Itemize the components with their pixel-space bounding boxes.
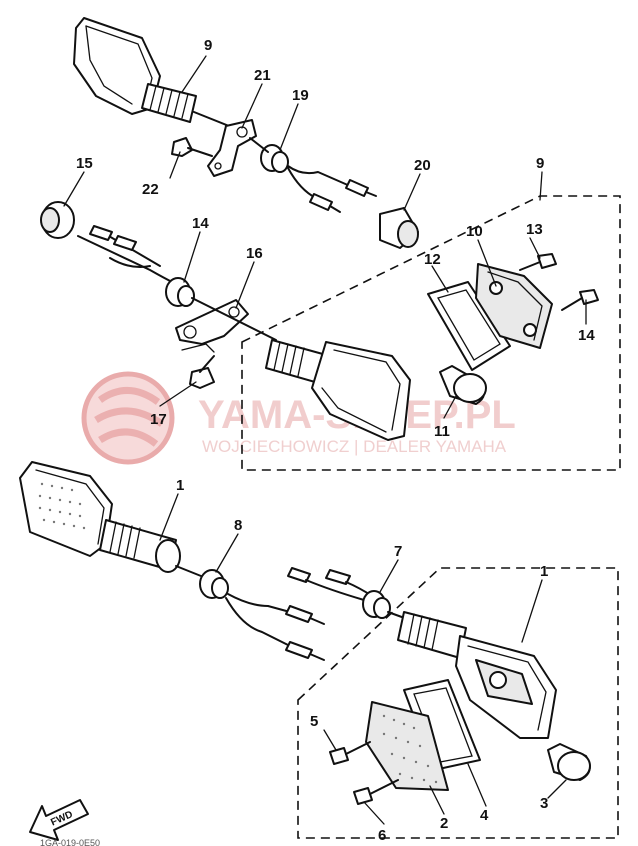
callout-1-left: 1 bbox=[176, 477, 184, 494]
callout-4: 4 bbox=[480, 807, 489, 824]
lens-dot-pattern bbox=[38, 482, 86, 530]
callout-8: 8 bbox=[234, 517, 242, 534]
wire-harness-lower-right bbox=[287, 567, 373, 601]
callout-11: 11 bbox=[434, 423, 450, 440]
callout-20: 20 bbox=[414, 157, 431, 174]
grommet-20 bbox=[379, 207, 419, 249]
callout-5: 5 bbox=[310, 713, 318, 730]
callout-9-top: 9 bbox=[204, 37, 212, 54]
bolt-22 bbox=[171, 137, 213, 157]
callout-19: 19 bbox=[292, 87, 309, 104]
mounting-bracket-17 bbox=[175, 299, 249, 353]
callout-12: 12 bbox=[424, 251, 441, 268]
lens-2 bbox=[365, 701, 449, 791]
turn-signal-lower-right bbox=[397, 611, 557, 739]
callout-15: 14 bbox=[192, 215, 209, 232]
callout-6: 6 bbox=[378, 827, 386, 844]
callout-13: 13 bbox=[526, 221, 543, 238]
grommet-16 bbox=[40, 201, 75, 239]
callout-1-right: 1 bbox=[540, 563, 548, 580]
watermark-logo bbox=[81, 371, 175, 465]
turn-signal-middle bbox=[265, 339, 411, 441]
callout-16: 15 bbox=[76, 155, 93, 172]
mounting-bracket-21 bbox=[207, 119, 257, 177]
callout-3: 3 bbox=[540, 795, 548, 812]
callout-22: 22 bbox=[142, 181, 159, 198]
callout-18: 17 bbox=[150, 411, 167, 428]
turn-signal-lower-left bbox=[19, 461, 207, 579]
screw-14 bbox=[561, 289, 599, 311]
grommet-15 bbox=[165, 277, 195, 307]
bulb-3 bbox=[547, 743, 591, 781]
turn-signal-upper-left bbox=[73, 17, 245, 133]
grommet-8 bbox=[199, 569, 229, 599]
grommet-19 bbox=[260, 144, 289, 173]
bolt-18 bbox=[189, 355, 215, 389]
wire-harness-middle bbox=[77, 225, 177, 285]
callout-9-box: 9 bbox=[536, 155, 544, 172]
leader-lines bbox=[63, 55, 587, 825]
callout-labels: 9 21 19 22 15 20 9 14 16 17 10 12 13 14 … bbox=[76, 37, 595, 844]
screw-5 bbox=[329, 741, 371, 765]
watermark: YAMA-SKLEP.PL WOJCIECHOWICZ | DEALER YAM… bbox=[81, 371, 516, 465]
gasket-12 bbox=[427, 281, 511, 371]
footer-code: 1GA-019-0E50 bbox=[40, 838, 100, 846]
assembly-box-upper bbox=[241, 195, 621, 471]
watermark-subtitle: WOJCIECHOWICZ | DEALER YAMAHA bbox=[202, 437, 507, 456]
callout-21: 21 bbox=[254, 67, 271, 84]
callout-2: 2 bbox=[440, 815, 448, 832]
fwd-arrow-icon: FWD bbox=[29, 799, 89, 841]
callout-7: 7 bbox=[394, 543, 402, 560]
wire-harness-upper bbox=[249, 137, 377, 213]
callout-10: 10 bbox=[466, 223, 483, 240]
callout-17: 16 bbox=[246, 245, 263, 262]
screw-13 bbox=[519, 253, 557, 271]
grommet-7 bbox=[362, 590, 391, 619]
wire-harness-lower-left bbox=[225, 593, 325, 661]
bulb-11 bbox=[439, 365, 487, 405]
screw-6 bbox=[353, 779, 399, 805]
callout-14: 14 bbox=[578, 327, 595, 344]
